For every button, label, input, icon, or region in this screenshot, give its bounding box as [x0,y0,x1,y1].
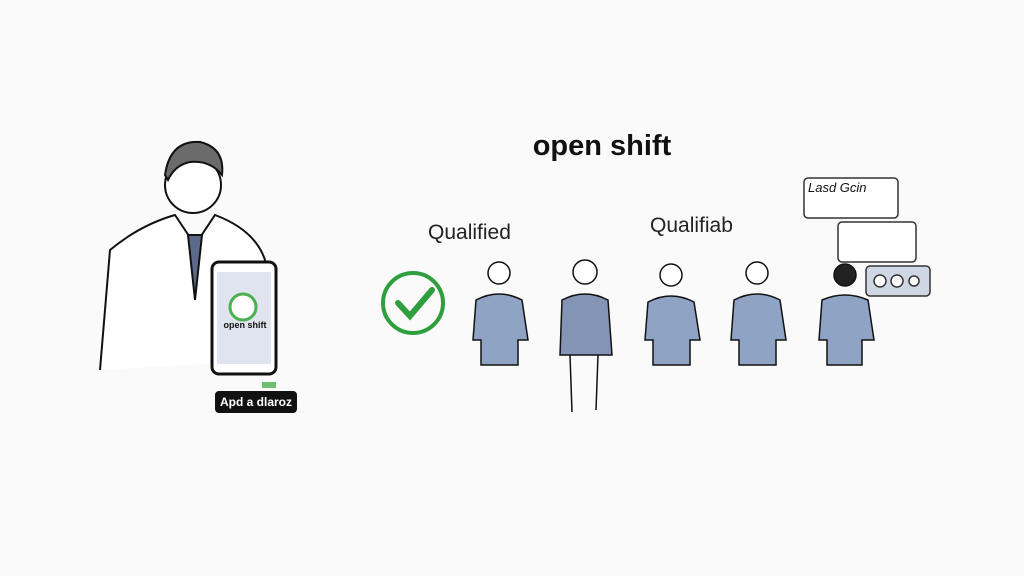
staff-figure [730,261,787,366]
chat-bubbles [803,177,931,297]
staff-figure [472,261,529,366]
staff-figure-chatting [818,263,875,366]
qualified-label-2: Qualifiab [650,214,733,237]
chat-bubble-text: Lasd Gcin [808,180,867,195]
apply-button[interactable]: Apd a dlaroz [215,391,297,413]
qualified-label: Qualified [428,221,511,244]
phone-screen-text: open shift [223,320,267,330]
staff-figure-selected [559,259,613,413]
phone-icon [210,260,278,388]
staff-figure [644,263,701,366]
heading: open shift [532,130,672,162]
checkmark-icon [381,271,445,335]
